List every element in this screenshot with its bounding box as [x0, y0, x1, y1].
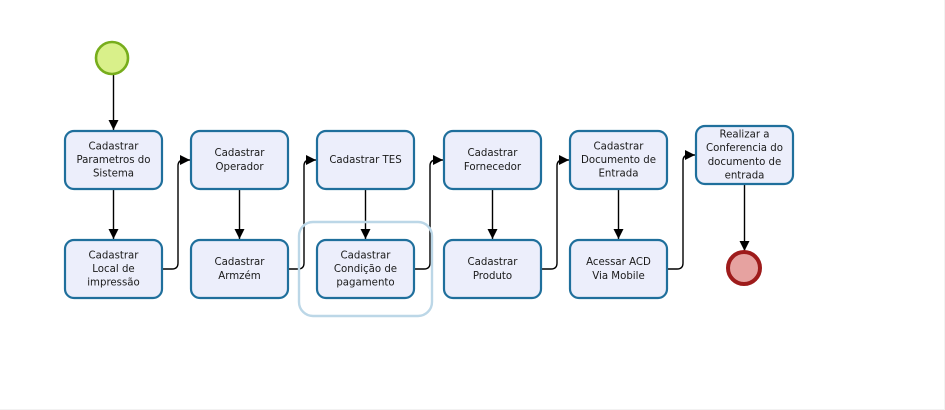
node-label-cadastrar-parametros-do-sistema: Sistema — [93, 169, 134, 180]
node-label-realizar-a-conferencia-do-documento-de-entrada: Realizar a — [719, 130, 769, 141]
node-label-cadastrar-documento-de-entrada: Cadastrar — [594, 141, 645, 152]
edge-condicao-to-fornecedor — [414, 159, 443, 270]
edge-armzem-to-tes — [288, 159, 316, 270]
node-shape-cadastrar-armzem[interactable] — [189, 238, 290, 300]
node-label-cadastrar-operador: Operador — [215, 162, 264, 173]
node-label-cadastrar-condicao-de-pagamento: Cadastrar — [341, 250, 392, 261]
node-label-realizar-a-conferencia-do-documento-de-entrada: documento de — [708, 157, 782, 168]
node-label-cadastrar-fornecedor: Fornecedor — [464, 162, 522, 173]
node-shape-cadastrar-fornecedor[interactable] — [442, 129, 543, 191]
node-label-acessar-acd-via-mobile: Acessar ACD — [586, 257, 651, 268]
arrowhead-parametros-to-local — [108, 229, 119, 239]
node-shape-cadastrar-condicao-de-pagamento[interactable] — [315, 238, 416, 300]
node-label-cadastrar-documento-de-entrada: Documento de — [581, 155, 656, 166]
node-shape-cadastrar-tes[interactable] — [315, 129, 416, 191]
node-label-cadastrar-parametros-do-sistema: Parametros do — [77, 155, 151, 166]
node-label-cadastrar-fornecedor: Cadastrar — [468, 148, 519, 159]
node-label-realizar-a-conferencia-do-documento-de-entrada: entrada — [725, 170, 765, 181]
node-label-cadastrar-documento-de-entrada: Entrada — [598, 169, 638, 180]
node-label-cadastrar-local-de-impressao: impressão — [87, 278, 140, 289]
arrowhead-start-to-parametros — [108, 120, 119, 130]
end-event[interactable] — [726, 250, 762, 286]
node-label-acessar-acd-via-mobile: Via Mobile — [592, 271, 644, 282]
node-acessar-acd-via-mobile[interactable]: Acessar ACD Via Mobile — [568, 238, 669, 300]
arrowhead-tes-to-condicao — [360, 229, 371, 239]
edges-layer — [108, 74, 750, 270]
arrowhead-local-to-operador — [180, 155, 190, 165]
arrowhead-armzem-to-tes — [306, 155, 316, 165]
node-label-realizar-a-conferencia-do-documento-de-entrada: Conferencia do — [706, 143, 783, 154]
arrowhead-acd-to-conferencia — [685, 150, 695, 160]
node-shape-cadastrar-operador[interactable] — [189, 129, 290, 191]
node-shape-cadastrar-parametros-do-sistema[interactable] — [63, 129, 164, 191]
node-shape-cadastrar-local-de-impressao[interactable] — [63, 238, 164, 300]
edge-local-to-operador — [162, 159, 190, 270]
end-event-circle[interactable] — [726, 250, 762, 286]
events-layer[interactable] — [94, 40, 762, 286]
node-shape-cadastrar-produto[interactable] — [442, 238, 543, 300]
arrowhead-operador-to-armzem — [234, 229, 245, 239]
selection-halo-cadastrar-condicao-de-pagamento — [297, 220, 434, 318]
arrowhead-produto-to-documento — [559, 155, 569, 165]
node-label-cadastrar-condicao-de-pagamento: pagamento — [336, 278, 394, 289]
node-label-cadastrar-condicao-de-pagamento: Condição de — [334, 264, 397, 275]
arrowhead-documento-to-acd — [613, 229, 624, 239]
arrowhead-condicao-to-fornecedor — [433, 155, 443, 165]
node-label-cadastrar-tes: Cadastrar TES — [329, 155, 401, 166]
node-label-cadastrar-produto: Produto — [473, 271, 512, 282]
node-label-cadastrar-local-de-impressao: Cadastrar — [89, 250, 140, 261]
node-shape-realizar-a-conferencia-do-documento-de-entrada[interactable] — [694, 124, 795, 186]
node-shape-acessar-acd-via-mobile[interactable] — [568, 238, 669, 300]
node-cadastrar-tes[interactable]: Cadastrar TES — [315, 129, 416, 191]
edge-acd-to-conferencia — [667, 154, 695, 270]
node-label-cadastrar-armzem: Armzém — [218, 270, 261, 282]
node-label-cadastrar-parametros-do-sistema: Cadastrar — [89, 141, 140, 152]
arrowhead-conferencia-to-end — [739, 241, 750, 251]
node-label-cadastrar-armzem: Cadastrar — [215, 257, 266, 268]
node-label-cadastrar-local-de-impressao: Local de — [92, 264, 134, 275]
node-label-cadastrar-produto: Cadastrar — [468, 257, 519, 268]
node-realizar-a-conferencia-do-documento-de-entrada[interactable]: Realizar a Conferencia do documento de entr… — [694, 124, 795, 186]
start-event[interactable] — [94, 40, 130, 76]
edge-produto-to-documento — [541, 159, 569, 270]
node-label-cadastrar-operador: Cadastrar — [215, 148, 266, 159]
node-shape-cadastrar-documento-de-entrada[interactable] — [568, 129, 669, 191]
start-event-circle[interactable] — [94, 40, 130, 76]
selection-halos-layer — [297, 220, 434, 318]
arrowhead-fornecedor-to-produto — [487, 229, 498, 239]
